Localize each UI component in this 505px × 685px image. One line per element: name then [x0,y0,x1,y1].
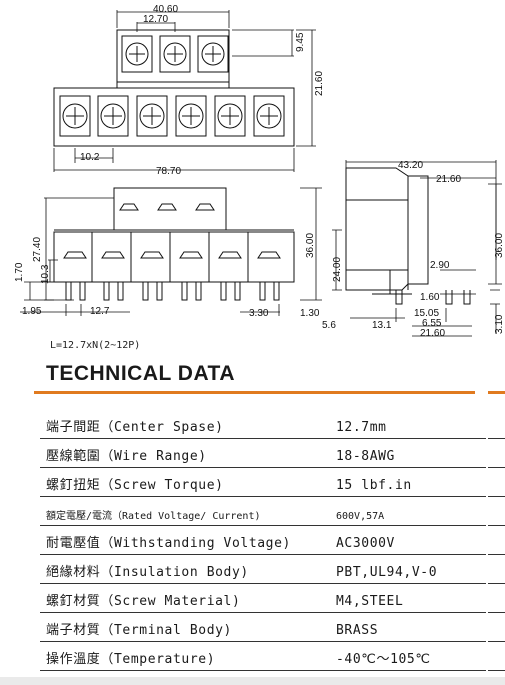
dim-side-3-10: 3.10 [494,314,505,334]
dim-front-36-00: 36.00 [305,233,316,258]
dim-front-1-30: 1.30 [300,308,320,319]
table-row: 絕緣材料（Insulation Body)PBT,UL94,V-0 [40,554,486,584]
spec-value: 600V,57A [330,496,486,526]
dim-bottom-overall: 78.70 [156,166,181,177]
spec-label: 螺釘材質（Screw Material) [40,583,330,613]
spec-value: 12.7mm [330,410,486,439]
front-view-lower-body [53,231,295,283]
side-rule [488,641,505,642]
side-rule [488,583,505,584]
front-view-pins [65,282,280,301]
dim-front-1-70: 1.70 [14,262,25,282]
dim-front-1-95: 1.95 [22,306,42,317]
dim-side-24-00: 24.00 [332,257,343,282]
front-view-terminals [63,232,281,282]
dim-side-13-1: 13.1 [372,320,392,331]
spec-value: BRASS [330,612,486,642]
side-rule [488,670,505,671]
spec-label: 絕緣材料（Insulation Body) [40,554,330,584]
pitch-formula: L=12.7xN(2~12P) [50,340,141,351]
table-row: 端子材質（Terminal Body)BRASS [40,612,486,642]
table-row: 端子間距（Center Spase)12.7mm [40,410,486,439]
title-underline-right [488,391,505,394]
technical-drawing: 40.60 12.70 9.45 21.60 10.2 78.70 27.40 … [14,4,505,339]
top-view-upper-screws [121,35,229,73]
side-view-body [345,167,429,291]
dim-top-pitch: 12.70 [143,14,168,25]
dim-side-21-60: 21.60 [436,174,461,185]
dim-side-6-55: 6.55 [422,318,442,329]
top-view-upper-body [116,29,230,83]
dim-side-15-05: 15.05 [414,308,439,319]
spec-value: 18-8AWG [330,438,486,468]
footer-band [0,677,505,685]
side-rule [488,467,505,468]
side-rule [488,525,505,526]
dim-side-1-60: 1.60 [420,292,440,303]
dim-front-3-30: 3.30 [249,308,269,319]
side-rule [488,554,505,555]
spec-label: 額定電壓/電流（Rated Voltage/ Current) [40,496,330,526]
spec-label: 端子材質（Terminal Body) [40,612,330,642]
spec-value: 15 lbf.in [330,467,486,497]
dim-side-5-6: 5.6 [322,320,336,331]
side-rule [488,438,505,439]
spec-value: -40℃～105℃ [330,641,486,671]
spec-value: AC3000V [330,525,486,555]
table-row: 額定電壓/電流（Rated Voltage/ Current)600V,57A [40,496,486,526]
dim-side-2-90: 2.90 [430,260,450,271]
title-underline [34,391,475,394]
table-row: 螺釘扭矩（Screw Torque)15 lbf.in [40,467,486,497]
dim-front-10-3: 10.3 [40,264,51,284]
side-rule [488,496,505,497]
dim-top-overall: 40.60 [153,4,178,15]
spec-label: 操作溫度（Temperature) [40,641,330,671]
dim-side-36-00: 36.00 [494,233,505,258]
dim-total-height: 21.60 [314,71,325,96]
spec-value: M4,STEEL [330,583,486,613]
front-view-upper-body [113,187,227,231]
spec-label: 耐電壓值（Withstanding Voltage) [40,525,330,555]
dim-upper-height: 9.45 [295,32,306,52]
dim-side-21-60b: 21.60 [420,328,445,339]
top-view-lower-body [53,87,295,147]
spec-label: 螺釘扭矩（Screw Torque) [40,467,330,497]
dim-bottom-pitch: 10.2 [80,152,100,163]
dim-side-43-20: 43.20 [398,160,423,171]
spec-label: 壓線範圍（Wire Range) [40,438,330,468]
dim-front-27-40: 27.40 [32,237,43,262]
table-row: 螺釘材質（Screw Material)M4,STEEL [40,583,486,613]
section-title: TECHNICAL DATA [46,362,235,385]
table-row: 操作溫度（Temperature)-40℃～105℃ [40,641,486,671]
spec-label: 端子間距（Center Spase) [40,410,330,439]
spec-value: PBT,UL94,V-0 [330,554,486,584]
table-row: 耐電壓值（Withstanding Voltage)AC3000V [40,525,486,555]
dim-front-12-7: 12.7 [90,306,110,317]
table-row: 壓線範圍（Wire Range)18-8AWG [40,438,486,468]
top-view-lower-screws [59,95,285,137]
spec-table: 端子間距（Center Spase)12.7mm 壓線範圍（Wire Range… [40,410,486,671]
side-rule [488,612,505,613]
